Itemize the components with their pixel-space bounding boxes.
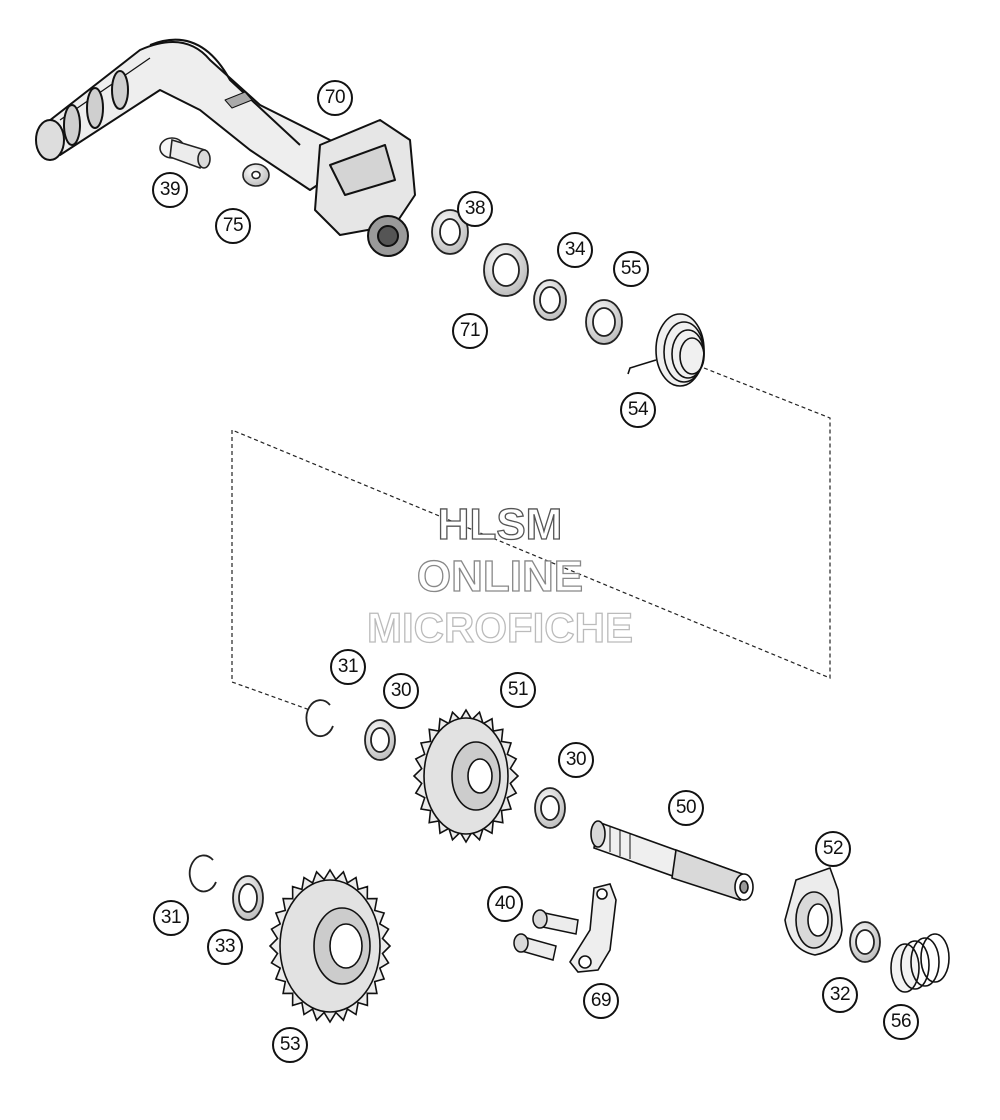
watermark-line-3: MICROFICHE <box>366 603 633 651</box>
kick-starter-lever[interactable] <box>35 38 416 257</box>
circlip-31-lower[interactable] <box>188 854 217 893</box>
callout-53[interactable]: 53 <box>272 1027 308 1063</box>
washer-30-lower[interactable] <box>534 787 566 829</box>
callout-70[interactable]: 70 <box>317 80 353 116</box>
callout-30-upper[interactable]: 30 <box>383 673 419 709</box>
callout-38[interactable]: 38 <box>457 191 493 227</box>
callout-31-upper[interactable]: 31 <box>330 649 366 685</box>
compression-spring[interactable] <box>890 933 950 993</box>
ratchet-gear[interactable] <box>784 866 843 956</box>
intermediate-gear[interactable] <box>268 868 392 1024</box>
washer-33[interactable] <box>232 875 264 921</box>
callout-33[interactable]: 33 <box>207 929 243 965</box>
callout-50[interactable]: 50 <box>668 790 704 826</box>
washer-75[interactable] <box>242 163 270 187</box>
callout-34[interactable]: 34 <box>557 232 593 268</box>
callout-51[interactable]: 51 <box>500 672 536 708</box>
callout-30-lower[interactable]: 30 <box>558 742 594 778</box>
callout-54[interactable]: 54 <box>620 392 656 428</box>
watermark-line-2: ONLINE <box>416 551 584 601</box>
kick-starter-gear[interactable] <box>412 708 520 844</box>
kick-starter-shaft[interactable] <box>590 820 754 902</box>
kick-spring[interactable] <box>627 313 705 387</box>
callout-55[interactable]: 55 <box>613 251 649 287</box>
washer-34[interactable] <box>533 279 567 321</box>
callout-31-lower[interactable]: 31 <box>153 900 189 936</box>
callout-32[interactable]: 32 <box>822 977 858 1013</box>
bushing-55[interactable] <box>585 299 623 345</box>
washer-30-upper[interactable] <box>364 719 396 761</box>
callout-39[interactable]: 39 <box>152 172 188 208</box>
bearing-71[interactable] <box>483 243 529 297</box>
callout-69[interactable]: 69 <box>583 983 619 1019</box>
callout-75[interactable]: 75 <box>215 208 251 244</box>
callout-71[interactable]: 71 <box>452 313 488 349</box>
assembly-lines <box>231 367 831 711</box>
seal-ring-38[interactable] <box>431 209 469 255</box>
washer-32[interactable] <box>849 921 881 963</box>
screws[interactable] <box>513 909 579 961</box>
callout-40[interactable]: 40 <box>487 886 523 922</box>
pin[interactable] <box>159 137 211 170</box>
callout-52[interactable]: 52 <box>815 831 851 867</box>
watermark-line-1: HLSM <box>437 499 563 549</box>
circlip-31-upper[interactable] <box>305 699 334 738</box>
callout-56[interactable]: 56 <box>883 1004 919 1040</box>
stopper-plate[interactable] <box>569 883 617 973</box>
